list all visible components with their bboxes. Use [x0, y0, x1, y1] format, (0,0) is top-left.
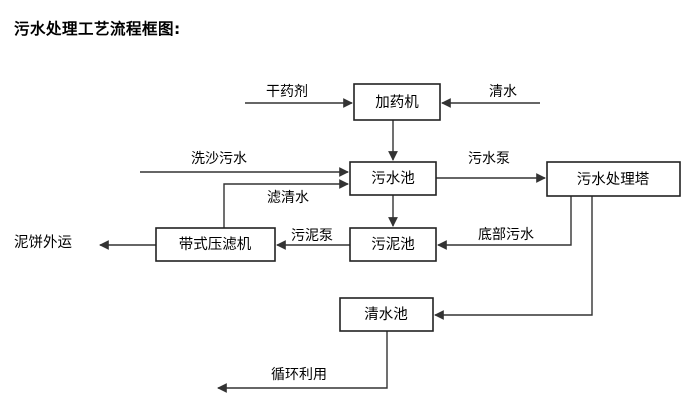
node-belt-filter-press[interactable]: 带式压滤机	[155, 227, 276, 262]
edge-label-sewage-pump: 污水泵	[468, 151, 510, 167]
node-belt-filter-press-label: 带式压滤机	[179, 236, 252, 253]
terminal-label-mud-cake-transport: 泥饼外运	[14, 234, 72, 251]
node-dosing-machine[interactable]: 加药机	[353, 83, 441, 121]
edge-label-recycle-use: 循环利用	[271, 367, 327, 383]
edge-label-dry-chemical: 干药剂	[266, 84, 308, 100]
node-sewage-pool[interactable]: 污水池	[349, 161, 437, 196]
edge-label-bottom-sewage: 底部污水	[478, 227, 534, 243]
edge-label-sludge-pump: 污泥泵	[291, 228, 333, 244]
edge-treatment-tower-to-clear-water-pool	[434, 196, 593, 320]
node-clear-water-pool-label: 清水池	[364, 306, 408, 323]
page-title: 污水处理工艺流程框图:	[14, 20, 181, 38]
node-clear-water-pool[interactable]: 清水池	[339, 297, 434, 332]
node-treatment-tower[interactable]: 污水处理塔	[546, 161, 681, 197]
edge-clear-water-pool-recycle	[217, 331, 388, 393]
edge-label-filtered-water: 滤清水	[267, 190, 309, 206]
node-treatment-tower-label: 污水处理塔	[577, 171, 650, 188]
edge-label-sand-washing-sewage: 洗沙污水	[191, 151, 247, 167]
edge-treatment-tower-bottom-sewage-to-sludge-pool	[437, 196, 572, 250]
node-sludge-pool-label: 污泥池	[371, 236, 415, 253]
node-sewage-pool-label: 污水池	[371, 170, 415, 187]
node-sludge-pool[interactable]: 污泥池	[349, 227, 437, 262]
edge-label-clean-water-inlet: 清水	[489, 84, 517, 100]
node-dosing-machine-label: 加药机	[375, 94, 419, 111]
edge-filtered-water-to-sewage-pool	[223, 179, 349, 228]
